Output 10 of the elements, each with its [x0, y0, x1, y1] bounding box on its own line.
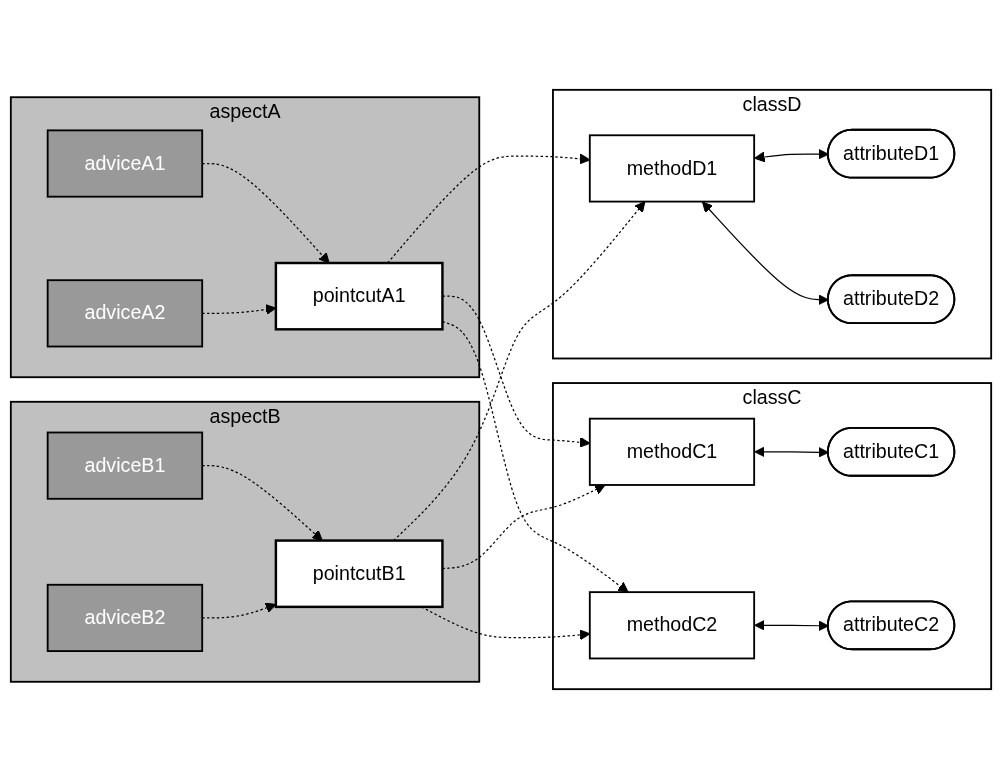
node-box: pointcutA1 [274, 261, 444, 331]
node-box: adviceB1 [46, 431, 204, 500]
arrow [754, 148, 829, 163]
node-box: adviceA2 [46, 279, 204, 348]
node-box: pointcutB1 [274, 539, 444, 609]
node-box: methodC2 [588, 591, 756, 660]
node-box: adviceA1 [46, 129, 204, 198]
node-box: methodC1 [588, 417, 756, 486]
node-box: methodD1 [588, 134, 756, 203]
node-box: adviceB2 [46, 583, 204, 652]
